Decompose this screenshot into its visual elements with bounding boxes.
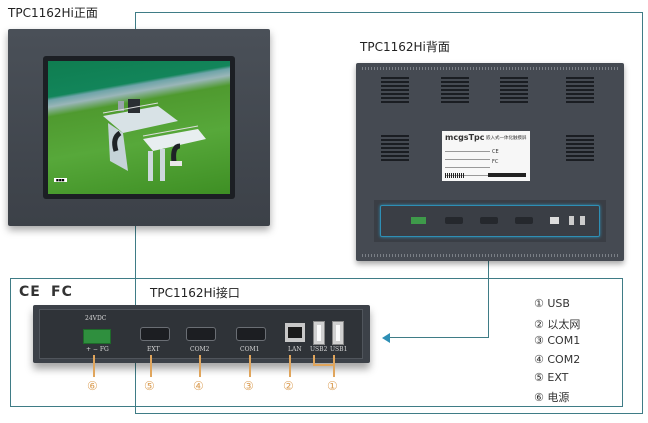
- lan-label: LAN: [288, 346, 302, 353]
- label-rows: [445, 145, 490, 177]
- legend-num: ②: [534, 318, 544, 331]
- legend-name: USB: [547, 297, 570, 310]
- vent-grille: [500, 77, 528, 103]
- back-pointer-line-h: [388, 337, 489, 338]
- interface-panel-inner: 24VDC + − FG EXT COM2 COM1 LAN USB2 USB1: [39, 309, 363, 359]
- mini-db9-port: [480, 217, 498, 224]
- power-connector: [83, 329, 111, 344]
- product-type: 嵌入式一体化触摸屏: [486, 136, 527, 141]
- back-panel-image: mcgsTpc 嵌入式一体化触摸屏 CE FC: [356, 63, 624, 261]
- connector-line-bottom: [135, 413, 643, 414]
- screen-bezel: ■■■: [43, 56, 235, 199]
- hmi-screen: ■■■: [48, 61, 230, 194]
- back-title: TPC1162Hi背面: [360, 40, 450, 54]
- callout-6: ⑥: [87, 379, 98, 393]
- com1-label: COM1: [240, 346, 260, 353]
- brand-logo: mcgsTpc: [445, 133, 485, 142]
- interface-box-top: [10, 278, 622, 279]
- mini-db9-port: [445, 217, 463, 224]
- back-port-area: [374, 200, 606, 242]
- callout-line-usb1: [333, 355, 335, 377]
- vent-dots-top: [362, 67, 618, 70]
- mini-usb-port: [580, 216, 585, 225]
- front-panel-image: ■■■: [8, 29, 270, 226]
- legend-num: ①: [534, 297, 544, 310]
- usb1-label: USB1: [330, 346, 348, 353]
- ext-label: EXT: [147, 346, 160, 353]
- legend-name: EXT: [547, 371, 569, 384]
- callout-line-lan: [289, 355, 291, 377]
- fcc-logo: FC: [51, 284, 73, 300]
- legend-name: 以太网: [547, 318, 581, 331]
- callout-line-com1: [249, 355, 251, 377]
- plant-scene-illustration: [102, 99, 206, 181]
- usb1-port: [332, 321, 344, 345]
- vent-grille: [381, 77, 409, 103]
- usb2-port: [313, 321, 325, 345]
- screen-tag: ■■■: [54, 178, 67, 182]
- lan-socket: [288, 327, 302, 338]
- connector-line-right: [642, 12, 643, 414]
- legend-item: ④ COM2: [534, 353, 580, 366]
- ce-logo: CE: [19, 284, 41, 300]
- callout-line-com2: [199, 355, 201, 377]
- mini-power-connector: [411, 217, 426, 224]
- port-highlight-frame: [380, 205, 600, 237]
- interface-box-bottom: [10, 406, 622, 407]
- mini-usb-port: [569, 216, 574, 225]
- serial-bar: [488, 173, 526, 177]
- legend-num: ③: [534, 334, 544, 347]
- com2-port: [186, 327, 216, 341]
- arrow-left-icon: [382, 333, 390, 343]
- callout-line-ext: [150, 355, 152, 377]
- back-pointer-line: [488, 236, 489, 337]
- legend-item: ① USB: [534, 297, 570, 310]
- com1-port: [236, 327, 266, 341]
- callout-line-power: [93, 355, 95, 377]
- usb1-socket: [336, 325, 340, 341]
- vent-grille: [566, 135, 594, 161]
- callout-4: ④: [193, 379, 204, 393]
- power-label: 24VDC: [85, 315, 107, 322]
- interface-panel-image: 24VDC + − FG EXT COM2 COM1 LAN USB2 USB1: [33, 305, 370, 363]
- callout-line-usb2: [313, 355, 315, 365]
- interface-box-right: [622, 278, 623, 407]
- legend-name: 电源: [547, 391, 570, 404]
- vent-grille: [381, 135, 409, 161]
- callout-1: ①: [327, 379, 338, 393]
- legend-item: ⑤ EXT: [534, 371, 568, 384]
- usb2-socket: [317, 325, 321, 341]
- legend-item: ② 以太网: [534, 316, 580, 332]
- usb2-label: USB2: [310, 346, 328, 353]
- vent-grille: [441, 77, 469, 103]
- legend-num: ⑤: [534, 371, 544, 384]
- label-fcc: FC: [492, 159, 499, 165]
- front-title: TPC1162Hi正面: [8, 6, 98, 20]
- callout-3: ③: [243, 379, 254, 393]
- lan-port: [285, 323, 305, 342]
- legend-name: COM2: [547, 353, 581, 366]
- vent-grille: [566, 77, 594, 103]
- legend-item: ⑥ 电源: [534, 389, 569, 405]
- vent-dots-bottom: [362, 254, 618, 257]
- interface-title: TPC1162Hi接口: [150, 286, 240, 300]
- power-pins-label: + − FG: [86, 346, 109, 353]
- product-label: mcgsTpc 嵌入式一体化触摸屏 CE FC: [442, 131, 530, 181]
- callout-5: ⑤: [144, 379, 155, 393]
- barcode: [445, 173, 465, 178]
- interface-box-left: [10, 278, 11, 407]
- connector-line-top: [135, 12, 643, 13]
- mini-db9-port: [515, 217, 533, 224]
- legend-num: ④: [534, 353, 544, 366]
- legend-num: ⑥: [534, 391, 544, 404]
- legend-item: ③ COM1: [534, 334, 580, 347]
- ext-port: [140, 327, 170, 341]
- com2-label: COM2: [190, 346, 210, 353]
- label-ce: CE: [492, 149, 499, 155]
- legend-name: COM1: [547, 334, 581, 347]
- mini-lan-port: [550, 217, 559, 224]
- callout-2: ②: [283, 379, 294, 393]
- callout-line-usb-join: [313, 364, 334, 366]
